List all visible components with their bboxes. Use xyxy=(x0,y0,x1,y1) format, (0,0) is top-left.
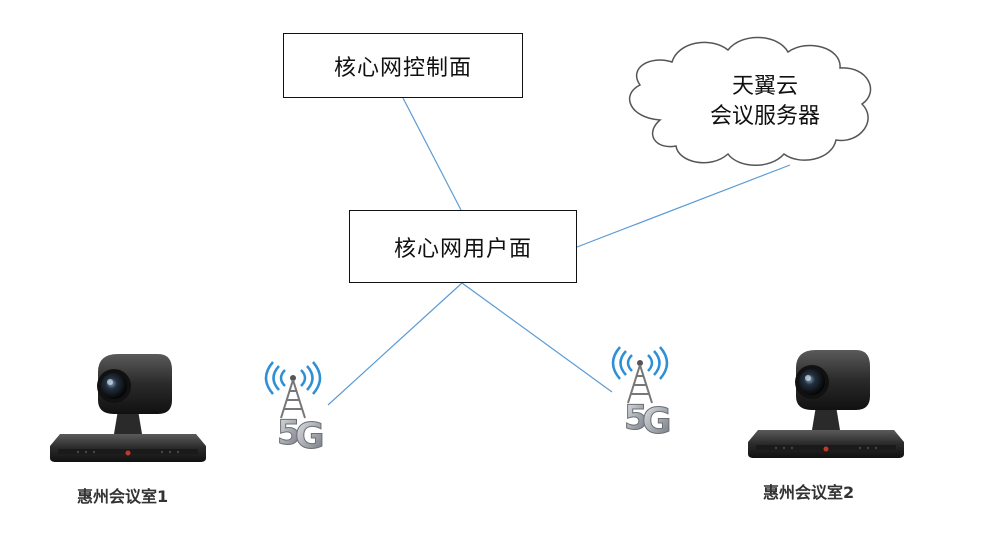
cloud-label-line2: 会议服务器 xyxy=(709,104,820,129)
core-user-label: 核心网用户面 xyxy=(393,236,532,262)
5g-tower-icon xyxy=(611,345,673,444)
core-network-control-plane-node: 核心网控制面 xyxy=(283,33,523,98)
link-control-to-user xyxy=(402,97,462,211)
room-2-label: 惠州会议室2 xyxy=(763,483,855,502)
link-user-to-cloud xyxy=(576,164,791,248)
link-user-to-tower-left xyxy=(327,282,463,406)
cloud-label-line1: 天翼云 xyxy=(731,74,798,99)
link-user-to-tower-right xyxy=(461,282,613,393)
core-network-user-plane-node: 核心网用户面 xyxy=(349,210,577,283)
video-conference-camera-icon xyxy=(748,350,904,458)
cloud-icon xyxy=(628,36,872,166)
video-conference-camera-icon xyxy=(50,354,206,462)
core-control-label: 核心网控制面 xyxy=(333,55,472,81)
5g-tower-icon xyxy=(264,360,326,459)
connection-lines xyxy=(327,97,791,406)
cloud-server-label: 天翼云 会议服务器 xyxy=(680,72,850,132)
room-1-label: 惠州会议室1 xyxy=(77,487,169,506)
